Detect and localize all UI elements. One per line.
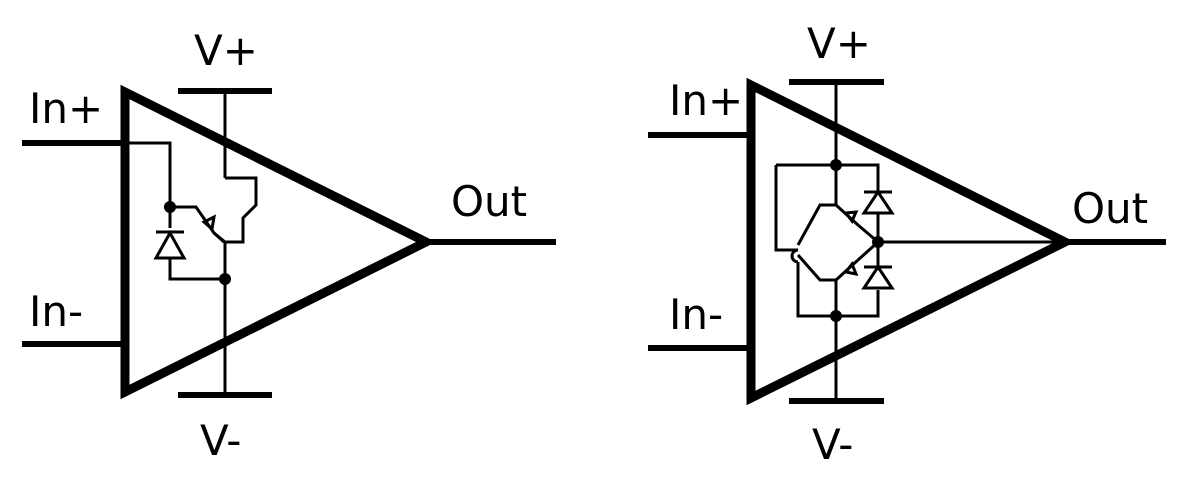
right-junction-dot-top (830, 159, 842, 171)
right-amp-triangle (746, 77, 1076, 406)
left-opamp (22, 84, 556, 400)
right-opamp (648, 77, 1166, 406)
right-in-minus-label: In- (669, 290, 724, 339)
left-inplus-internal-wire (125, 141, 172, 207)
left-amp-triangle (120, 84, 437, 400)
left-in-plus-label: In+ (29, 84, 104, 133)
right-upper-transistor (796, 165, 838, 246)
right-junction-dot-mid (872, 236, 884, 248)
right-left-loop (774, 165, 798, 252)
right-in-plus-label: In+ (669, 76, 744, 125)
right-vplus-label: V+ (807, 19, 871, 68)
left-transistor-collector (223, 176, 258, 279)
left-diode-body (153, 229, 187, 260)
right-upper-diode-body (861, 189, 895, 215)
left-in-minus-label: In- (29, 287, 84, 336)
left-junction-dot-top (164, 201, 176, 213)
left-transistor-arrow (201, 214, 216, 232)
right-out-label: Out (1072, 184, 1149, 233)
left-junction-dot-bottom (219, 273, 231, 285)
left-out-label: Out (451, 177, 528, 226)
left-transistor-emitter (212, 231, 226, 244)
right-vminus-label: V- (812, 420, 854, 469)
right-top-bus (776, 163, 880, 192)
right-junction-dot-bottom (830, 310, 842, 322)
left-diode-bottom-wire (168, 258, 225, 281)
right-base-hook (790, 248, 799, 264)
left-vplus-label: V+ (194, 26, 258, 75)
right-lower-transistor (796, 254, 838, 316)
right-lower-diode-body (861, 264, 895, 290)
right-lower-transistor-arrow (843, 260, 859, 277)
right-upper-transistor-arrow (843, 210, 859, 224)
left-vminus-label: V- (200, 416, 242, 465)
